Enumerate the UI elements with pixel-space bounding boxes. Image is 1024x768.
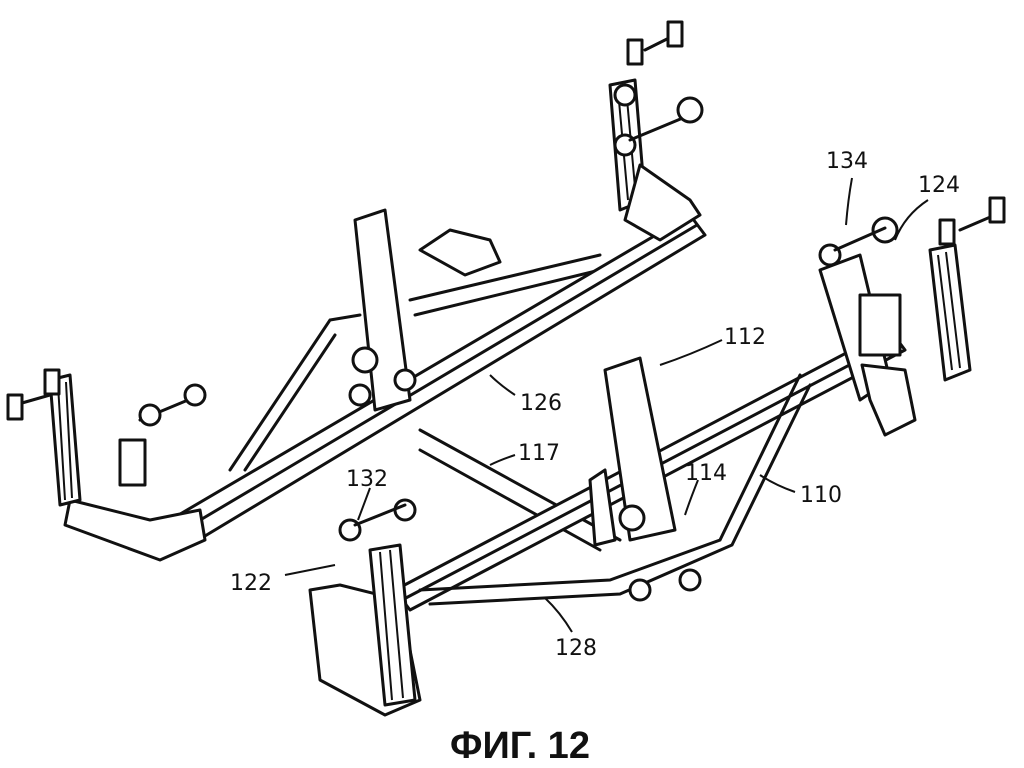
label-134: 134	[826, 149, 868, 174]
label-124: 124	[918, 173, 960, 198]
label-128: 128	[555, 636, 597, 661]
label-132: 132	[346, 467, 388, 492]
label-110: 110	[800, 483, 842, 508]
label-114: 114	[685, 461, 727, 486]
leader-lines	[284, 177, 929, 633]
label-122: 122	[230, 571, 272, 596]
rear-axle-assembly	[6, 20, 707, 562]
label-126: 126	[520, 391, 562, 416]
label-117: 117	[518, 441, 560, 466]
figure-caption: ФИГ. 12	[450, 725, 590, 767]
label-112: 112	[724, 325, 766, 350]
front-axle-assembly	[308, 196, 1006, 717]
